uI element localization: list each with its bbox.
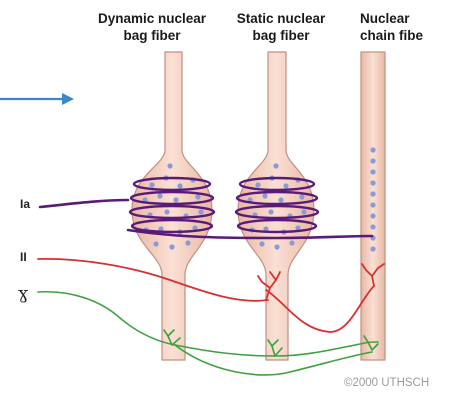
dynamic-label-line-1: Dynamic nuclear — [82, 10, 222, 27]
copyright-notice: ©2000 UTHSCH — [344, 377, 429, 389]
ii-afferent-fiber — [38, 259, 384, 332]
ia-fiber-label: Ia — [20, 197, 30, 211]
dynamic-label-line-2: bag fiber — [82, 27, 222, 44]
chain-label-line-2: chain fibe — [360, 27, 470, 44]
chain-label-line-1: Nuclear — [360, 10, 470, 27]
pointer-arrow — [0, 93, 74, 105]
static-nuclear-bag-fiber-label: Static nuclear bag fiber — [226, 10, 336, 44]
gamma-fiber-label: ɣ — [18, 284, 28, 304]
dynamic-nuclear-bag-fiber-label: Dynamic nuclear bag fiber — [82, 10, 222, 44]
dynamic-nuclear-bag-fiber — [130, 52, 214, 360]
static-label-line-1: Static nuclear — [226, 10, 336, 27]
static-label-line-2: bag fiber — [226, 27, 336, 44]
gamma-efferent-fiber — [38, 292, 378, 375]
nuclear-chain-fiber — [361, 52, 385, 360]
nuclear-chain-fiber-label: Nuclear chain fibe — [340, 10, 470, 44]
static-nuclear-bag-fiber — [236, 52, 318, 360]
ii-fiber-label: II — [20, 250, 27, 264]
